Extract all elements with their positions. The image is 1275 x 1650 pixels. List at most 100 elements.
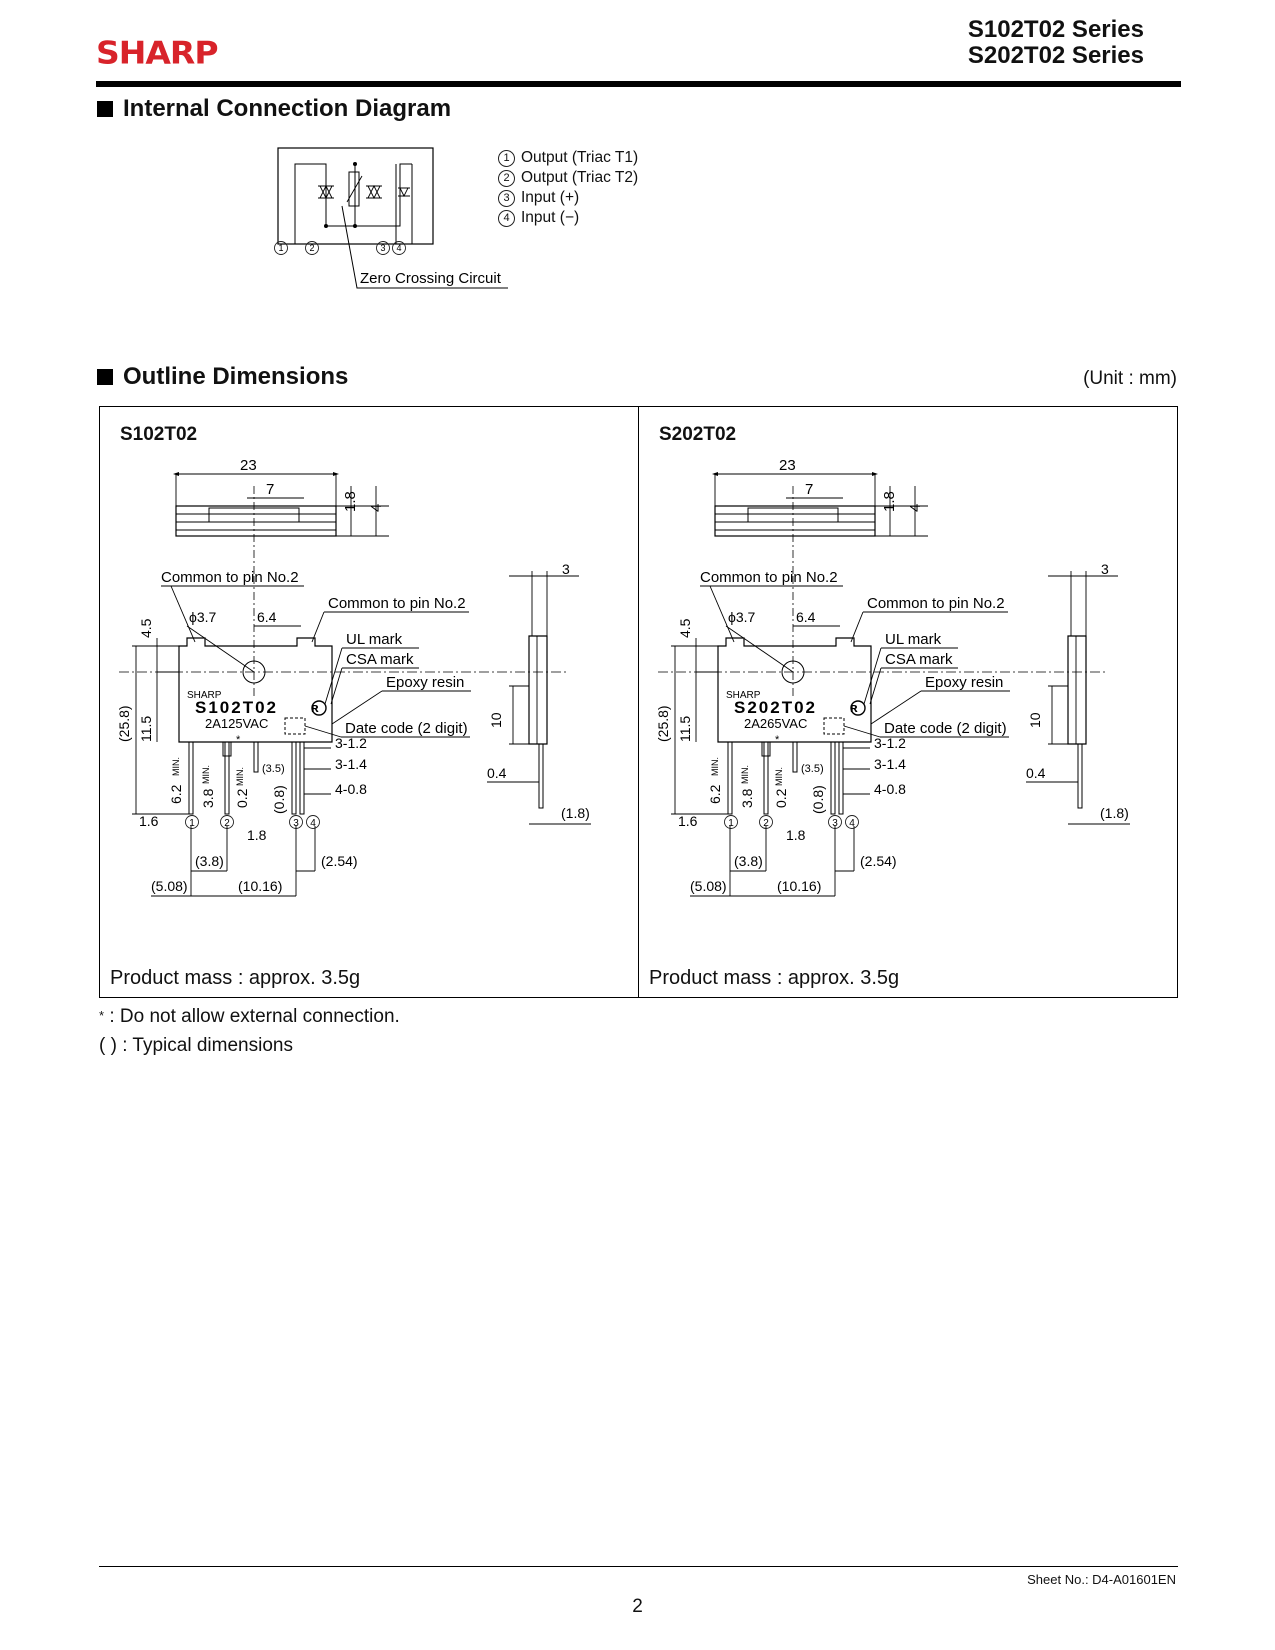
csa-mark-label: CSA mark <box>346 651 414 668</box>
lead-pin <box>830 741 836 815</box>
drawing-line <box>331 690 383 725</box>
drawing-line <box>870 690 922 725</box>
dimension-label: 4-0.8 <box>874 781 906 797</box>
pin-number-text: 3 <box>832 818 838 829</box>
pin-number-icon: 3 <box>498 190 515 207</box>
dimension-label: 3-1.2 <box>874 735 906 751</box>
common-pin-label: Common to pin No.2 <box>328 595 466 612</box>
lead-shoulder <box>222 741 232 757</box>
marking-logo: SHARP <box>187 690 222 701</box>
drawing-line <box>304 725 342 738</box>
dimension-label: 23 <box>240 457 257 474</box>
dimension-label: 0.4 <box>487 765 507 781</box>
ul-mark-label: UL mark <box>885 631 942 648</box>
pin-label: Output (Triac T1) <box>521 149 639 166</box>
common-pin-label: Common to pin No.2 <box>700 569 838 586</box>
epoxy-resin-label: Epoxy resin <box>925 674 1003 691</box>
lead-pin <box>763 741 769 815</box>
dimension-label: 0.4 <box>1026 765 1046 781</box>
product-mass: Product mass : approx. 3.5g <box>110 967 361 989</box>
voltage-marking: 2A125VAC <box>205 716 268 731</box>
dimension-label: (1.8) <box>1100 805 1129 821</box>
dimension-label: (3.5) <box>262 763 285 775</box>
dimension-label: (10.16) <box>238 878 282 894</box>
header-rule <box>96 81 1181 87</box>
svg-text:3: 3 <box>380 243 385 253</box>
epoxy-resin-label: Epoxy resin <box>386 674 464 691</box>
dimension-label: (5.08) <box>151 878 188 894</box>
pin-number-icon: 4 <box>498 210 515 227</box>
csa-mark-icon <box>850 700 866 716</box>
dimension-label: (25.8) <box>655 705 671 742</box>
lead-pin <box>224 741 230 815</box>
dimension-label: (3.8) <box>734 853 763 869</box>
drawing-line <box>869 667 882 705</box>
dimension-label: 0.2 <box>234 788 250 808</box>
dimension-label: 1.8 <box>342 491 359 512</box>
common-pin-label: Common to pin No.2 <box>161 569 299 586</box>
dimension-label: 1.6 <box>678 813 698 829</box>
side-view-lead <box>1077 743 1083 809</box>
dimension-label: 3-1.4 <box>874 756 906 772</box>
pin-label: Input (−) <box>521 209 580 226</box>
dimension-label: (25.8) <box>116 705 132 742</box>
lead-pin <box>188 741 194 815</box>
drawing-line <box>330 667 343 705</box>
dimension-label: 4.5 <box>677 618 693 638</box>
dimension-label: 6.4 <box>257 609 277 625</box>
paren-note: : Typical dimensions <box>122 1035 293 1056</box>
lead-pin <box>727 741 733 815</box>
svg-text:1: 1 <box>278 243 283 253</box>
min-label: MIN. <box>774 767 784 786</box>
dimension-label: 1.8 <box>247 827 267 843</box>
min-label: MIN. <box>201 765 211 784</box>
part-marking: S202T02 <box>734 698 817 717</box>
asterisk-marker: * <box>236 734 241 746</box>
dimension-label: 11.5 <box>138 716 154 742</box>
sheet-number: Sheet No.: D4-A01601EN <box>1027 1572 1176 1587</box>
pin-number-text: 4 <box>849 818 855 829</box>
series-title-line2: S202T02 Series <box>967 42 1144 69</box>
dimension-label: 3-1.2 <box>335 735 367 751</box>
svg-text:4: 4 <box>396 243 401 253</box>
cut-lead <box>792 741 798 773</box>
ul-mark-icon: ʀ <box>311 700 319 715</box>
csa-mark-label: CSA mark <box>885 651 953 668</box>
pin-number-text: 3 <box>293 818 299 829</box>
outline-divider <box>638 406 639 998</box>
date-code-box <box>823 717 845 735</box>
min-label: MIN. <box>710 757 720 776</box>
drawing-line <box>850 611 864 643</box>
note-asterisk: * : Do not allow external connection. <box>99 1006 400 1028</box>
drawing-line <box>324 647 343 705</box>
internal-connection-heading: Internal Connection Diagram <box>97 95 451 123</box>
package-body <box>178 637 333 743</box>
arrow-head <box>333 472 339 476</box>
dimension-label: (2.54) <box>860 853 897 869</box>
dimension-label: 3.8 <box>739 788 755 808</box>
min-label: MIN. <box>171 757 181 776</box>
marking-logo: SHARP <box>726 690 761 701</box>
drawing-line <box>863 647 882 705</box>
pin-number-text: 2 <box>224 818 230 829</box>
pin-number-icon <box>185 815 199 829</box>
dimension-label: (3.8) <box>195 853 224 869</box>
dimension-label: 11.5 <box>677 716 693 742</box>
dimension-label: 1.8 <box>786 827 806 843</box>
pin-number-icon <box>724 815 738 829</box>
date-code-box <box>284 717 306 735</box>
dimension-label: ϕ3.7 <box>728 609 756 625</box>
dimension-label: (2.54) <box>321 853 358 869</box>
series-title-line1: S102T02 Series <box>967 16 1144 43</box>
dimension-label: 7 <box>805 481 813 498</box>
ul-mark-label: UL mark <box>346 631 403 648</box>
common-pin-label: Common to pin No.2 <box>867 595 1005 612</box>
asterisk-note: : Do not allow external connection. <box>109 1006 400 1027</box>
drawing-line <box>725 625 794 673</box>
dimension-label: 1.6 <box>139 813 159 829</box>
dimension-label: 6.2 <box>168 784 184 804</box>
